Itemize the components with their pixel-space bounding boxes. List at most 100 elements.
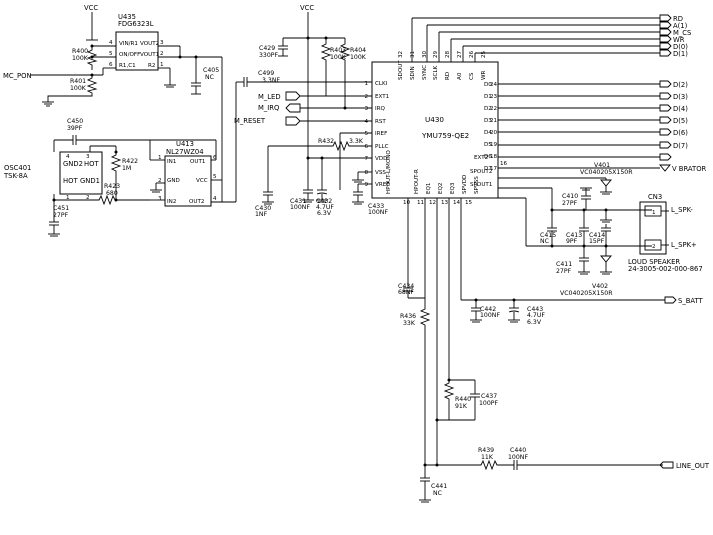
- svg-text:1: 1: [160, 62, 164, 68]
- net-d6: D(6): [673, 129, 688, 137]
- u435-ref: U435: [118, 13, 136, 21]
- net-d3: D(3): [673, 93, 688, 101]
- svg-text:1: 1: [66, 195, 70, 201]
- c411-val: 27PF: [556, 268, 572, 275]
- svg-text:31: 31: [410, 50, 416, 58]
- c430-ref: C430: [255, 205, 271, 212]
- c434-val: 68NF: [398, 289, 415, 296]
- c499-ref: C499: [258, 70, 274, 77]
- u430-part: YMU759-QE2: [421, 131, 469, 140]
- svg-text:RST: RST: [375, 119, 386, 125]
- svg-text:IRQ: IRQ: [375, 106, 386, 112]
- c432-v: 6.3V: [317, 210, 332, 217]
- c443-ref: C443: [527, 306, 543, 313]
- r432-val: 3.3K: [349, 138, 364, 145]
- svg-text:D0: D0: [484, 82, 492, 88]
- r403-ref: R403: [330, 47, 346, 54]
- svg-text:2: 2: [158, 178, 162, 184]
- osc401: C450 39PF GND2 HOT HOT GND1 4 3 1 2 OSC4…: [3, 118, 165, 237]
- svg-text:10: 10: [403, 200, 411, 206]
- svg-text:D6: D6: [484, 154, 492, 160]
- svg-text:6: 6: [364, 144, 368, 150]
- c405-ref: C405: [203, 67, 219, 74]
- v401-part: VC040205X150R: [580, 169, 633, 176]
- c414-ref: C414: [589, 232, 605, 239]
- c432-val: 4.7UF: [316, 204, 334, 211]
- u413: U413 NL27WZ04 IN1 OUT1 GND VCC IN2 OUT2 …: [150, 81, 244, 207]
- r432-ref: R432: [318, 138, 334, 145]
- osc-pin-hot1: HOT: [84, 160, 99, 168]
- u413-pin-in1: IN1: [167, 159, 177, 165]
- c441-val: NC: [433, 490, 442, 497]
- c443-v: 6.3V: [527, 319, 542, 326]
- c410-ref: C410: [562, 193, 578, 200]
- u413-pin-gnd: GND: [167, 178, 180, 184]
- u413-body: [164, 155, 212, 207]
- svg-text:5: 5: [364, 131, 368, 137]
- c414-val: 15PF: [589, 238, 605, 245]
- u413-pin-out1: OUT1: [190, 159, 206, 165]
- svg-text:SPOUT1: SPOUT1: [470, 182, 493, 188]
- svg-text:SYNC: SYNC: [422, 65, 428, 80]
- u435-part: FDG6323L: [118, 20, 154, 28]
- svg-text:8: 8: [364, 170, 368, 176]
- svg-text:2: 2: [160, 51, 164, 57]
- bottom-circuit: C434 68NF R436 33K R440 91K C437 100PF S…: [398, 198, 710, 503]
- svg-text:14: 14: [453, 200, 461, 206]
- vcc-label-2: VCC: [300, 4, 314, 12]
- net-s-batt: S_BATT: [678, 297, 704, 305]
- svg-text:D7: D7: [484, 166, 492, 172]
- svg-text:D1: D1: [484, 94, 492, 100]
- v402-ref: V402: [592, 283, 608, 290]
- svg-text:3: 3: [158, 196, 162, 202]
- c499-val: 3.3NF: [262, 77, 280, 84]
- v401-ref: V401: [594, 162, 610, 169]
- svg-text:SDIN: SDIN: [410, 66, 416, 80]
- net-wr: WR: [673, 36, 685, 44]
- osc-pin-hot2: HOT: [63, 177, 78, 185]
- c431-ref: C431: [290, 198, 306, 205]
- svg-text:SPOUT2: SPOUT2: [470, 169, 492, 175]
- r436-ref: R436: [400, 313, 416, 320]
- r400-val: 100K: [72, 55, 89, 62]
- svg-text:WR: WR: [481, 70, 487, 80]
- svg-text:7: 7: [364, 156, 368, 162]
- cn3-body: [639, 201, 667, 255]
- svg-text:19: 19: [490, 142, 498, 148]
- svg-text:15: 15: [465, 200, 473, 206]
- svg-text:17: 17: [490, 166, 498, 172]
- u430-ref: U430: [425, 115, 444, 124]
- svg-text:HPOUT-L/MONO: HPOUT-L/MONO: [386, 150, 392, 194]
- u435: VCC U435 FDG6323L VIN/R1 ON/OFF R1,C1 VO…: [3, 4, 223, 202]
- m-irq-label: M_IRQ: [258, 104, 279, 112]
- c442-ref: C442: [480, 306, 496, 313]
- net-d5: D(5): [673, 117, 688, 125]
- svg-text:29: 29: [433, 50, 439, 58]
- m-led-port: [285, 91, 301, 101]
- net-d2: D(2): [673, 81, 688, 89]
- svg-text:26: 26: [469, 50, 475, 58]
- net-vibrator: V BRATOR: [672, 165, 707, 173]
- u413-pin-in2: IN2: [167, 199, 176, 205]
- svg-text:5: 5: [109, 51, 113, 57]
- u430: U430 YMU759-QE2 1 CLKI 2 EXT1 3 IRQ 4 RS…: [364, 50, 507, 206]
- m-led-label: M_LED: [258, 93, 281, 101]
- c413-val: 9PF: [566, 238, 578, 245]
- r440-ref: R440: [455, 396, 471, 403]
- svg-text:30: 30: [422, 50, 428, 58]
- svg-text:EXT2: EXT2: [474, 155, 488, 161]
- r423-ref: R423: [104, 183, 120, 190]
- v402-part: VC040205X150R: [560, 290, 613, 297]
- right-bus: D(2) D(3) D(4) D(5) D(6) D(7) V BRATOR: [498, 80, 707, 173]
- r423-val: 680: [106, 190, 118, 197]
- net-m-cs: M_CS: [673, 29, 691, 37]
- mc-pon-label: MC_PON: [3, 72, 32, 80]
- svg-text:EQ1: EQ1: [426, 182, 432, 194]
- c433-ref: C433: [368, 203, 384, 210]
- svg-text:VREF: VREF: [375, 182, 389, 188]
- svg-text:RD: RD: [445, 72, 451, 80]
- osc401-part: TSK-8A: [3, 172, 28, 180]
- r436-val: 33K: [403, 320, 416, 327]
- svg-text:4: 4: [66, 154, 70, 160]
- svg-text:CLKI: CLKI: [375, 81, 388, 87]
